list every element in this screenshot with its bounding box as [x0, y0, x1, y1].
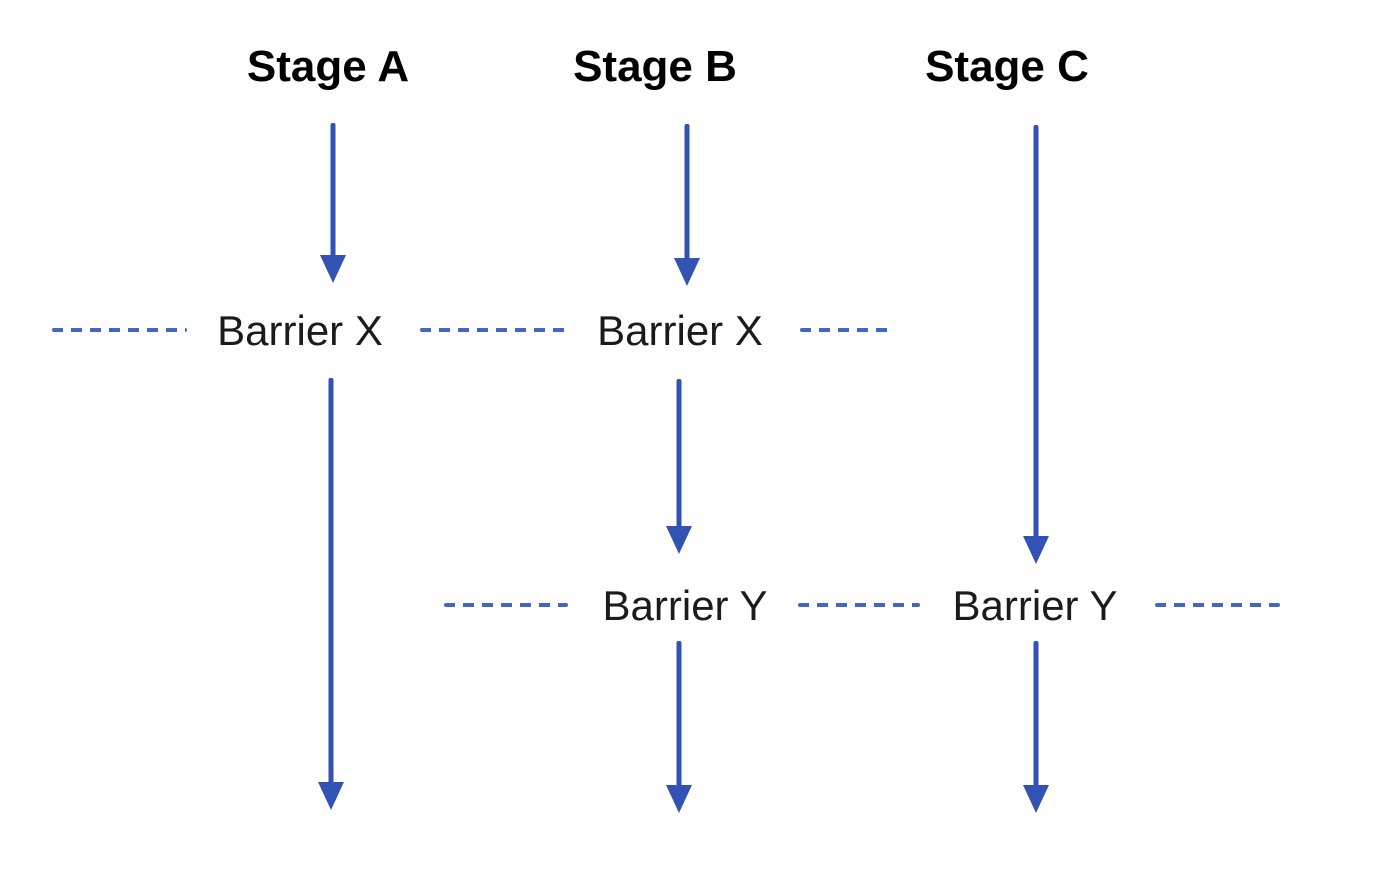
arrow-head-icon [666, 526, 692, 554]
arrow-shaft [676, 641, 682, 791]
barrier-y-dash-right [1155, 603, 1280, 607]
stage-b-arrow-middle [664, 379, 694, 554]
barrier-y-dash-left [444, 603, 568, 607]
barrier-y-dash-middle [798, 603, 920, 607]
barrier-x-dash-right [800, 328, 890, 332]
barrier-y-label-stage-c: Barrier Y [952, 582, 1118, 629]
arrow-head-icon [1023, 785, 1049, 813]
stage-b-heading: Stage B [573, 42, 737, 91]
stage-a-arrow-bottom [316, 378, 346, 810]
arrow-head-icon [320, 255, 346, 283]
arrow-shaft [1033, 641, 1039, 791]
stage-a-arrow-top [318, 123, 348, 283]
arrow-shaft [1033, 125, 1039, 542]
stage-a-heading: Stage A [246, 42, 410, 91]
stage-b-arrow-top [672, 124, 702, 286]
arrow-shaft [330, 123, 336, 261]
arrow-head-icon [318, 782, 344, 810]
barrier-x-label-stage-b: Barrier X [597, 307, 763, 354]
stage-c-arrow-bottom [1021, 641, 1051, 813]
barrier-x-dash-left [52, 328, 187, 332]
arrow-head-icon [674, 258, 700, 286]
stage-c-heading: Stage C [925, 42, 1089, 91]
arrow-shaft [676, 379, 682, 532]
arrow-shaft [328, 378, 334, 788]
arrow-head-icon [1023, 536, 1049, 564]
barrier-y-label-stage-b: Barrier Y [602, 582, 768, 629]
barrier-x-dash-middle [420, 328, 567, 332]
arrow-shaft [684, 124, 690, 264]
stage-c-arrow-top [1021, 125, 1051, 564]
arrow-head-icon [666, 785, 692, 813]
stage-b-arrow-bottom [664, 641, 694, 813]
barrier-x-label-stage-a: Barrier X [217, 307, 383, 354]
